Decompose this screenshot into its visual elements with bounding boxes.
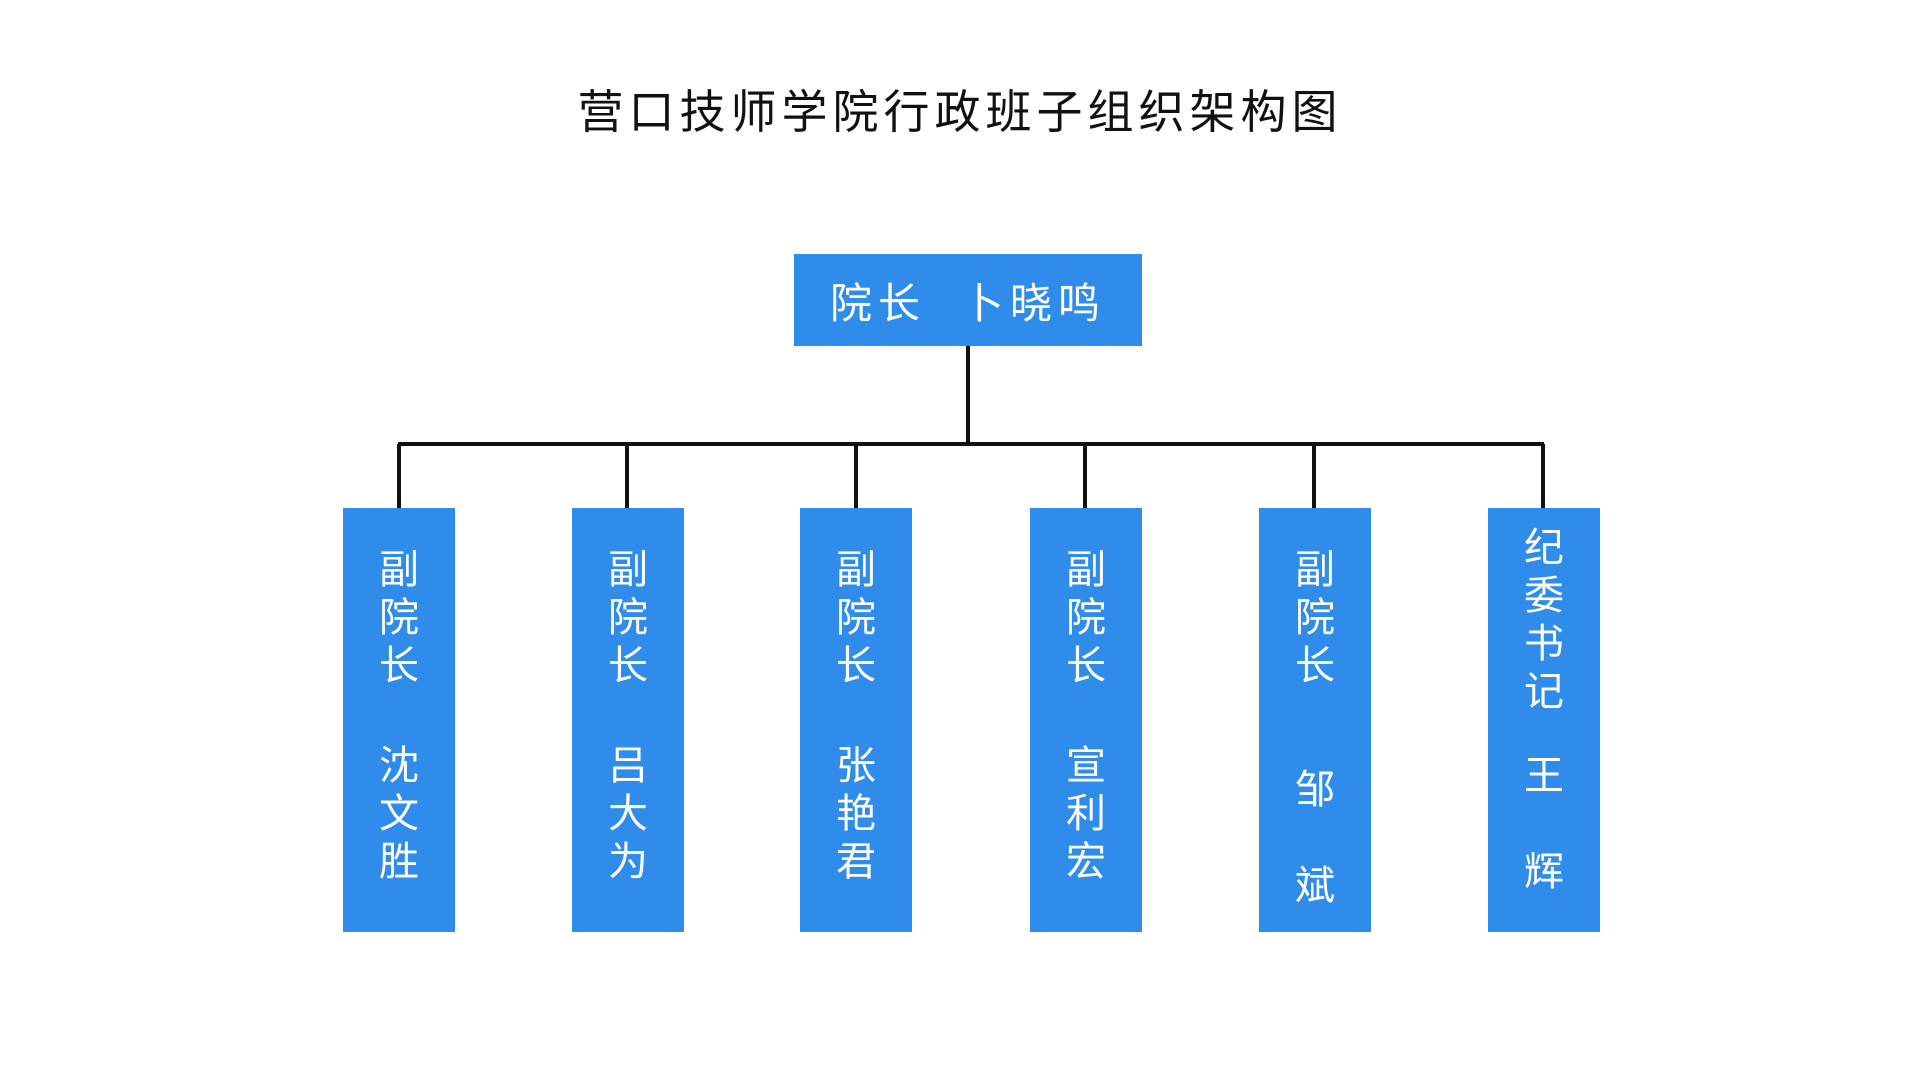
- child-name-label: 宣利宏: [1066, 743, 1106, 885]
- child-role-label: 副院长: [1066, 547, 1106, 689]
- child-role-label: 副院长: [608, 547, 648, 689]
- child-role-label: 副院长: [836, 547, 876, 689]
- child-name-label: 张艳君: [836, 743, 876, 885]
- child-node-6: 纪委书记 王辉: [1488, 508, 1600, 932]
- child-name-label: 王辉: [1524, 753, 1564, 895]
- root-node-president: 院长 卜晓鸣: [794, 254, 1142, 346]
- child-name-label: 沈文胜: [379, 743, 419, 885]
- child-node-5: 副院长 邹斌: [1259, 508, 1371, 932]
- child-name-label: 吕大为: [608, 743, 648, 885]
- child-node-1: 副院长 沈文胜: [343, 508, 455, 932]
- root-name-label: 卜晓鸣: [962, 278, 1107, 328]
- chart-title: 营口技师学院行政班子组织架构图: [577, 85, 1343, 139]
- child-role-label: 纪委书记: [1524, 525, 1564, 715]
- child-name-label: 邹斌: [1295, 767, 1335, 909]
- child-node-2: 副院长 吕大为: [572, 508, 684, 932]
- child-node-4: 副院长 宣利宏: [1030, 508, 1142, 932]
- child-role-label: 副院长: [379, 547, 419, 689]
- child-node-3: 副院长 张艳君: [800, 508, 912, 932]
- root-role-label: 院长: [829, 278, 926, 328]
- child-role-label: 副院长: [1295, 547, 1335, 689]
